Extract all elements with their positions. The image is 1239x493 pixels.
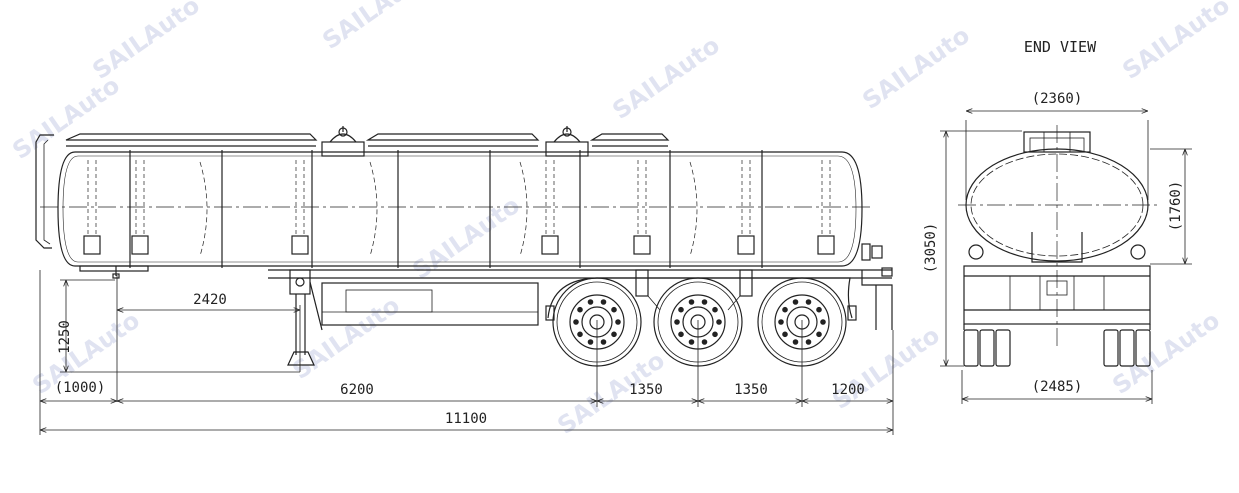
end-view [958, 125, 1160, 367]
end-chassis [963, 265, 1151, 325]
dim-kingpin-to-leg: 2420 [193, 292, 227, 308]
landing-gear [287, 269, 323, 366]
chassis-frame [79, 243, 893, 330]
dim-overall-length: 11100 [445, 411, 487, 427]
dim-kingpin-height: 1250 [57, 320, 73, 354]
dim-tank-height: (1760) [1168, 181, 1184, 232]
watermark-text: SAILAuto [87, 0, 204, 85]
tank-baffles [199, 161, 698, 257]
suspension [547, 277, 853, 319]
watermark-text: SAILAuto [1107, 306, 1224, 400]
dim-overall-width: (2485) [1032, 379, 1083, 395]
watermark-text: SAILAuto [317, 0, 434, 55]
watermark-text: SAILAuto [857, 21, 974, 115]
front-ladder [35, 134, 54, 249]
end-view-title: END VIEW [1024, 38, 1097, 56]
watermark-text: SAILAuto [1117, 0, 1234, 85]
end-dim-labels: (2360) (1760) (3050) (2485) [923, 91, 1184, 395]
tank-baffle [199, 161, 208, 257]
side-dimensions [39, 270, 894, 435]
tank-bracket [817, 160, 835, 255]
tank-bracket [633, 160, 651, 255]
tank-bands [83, 150, 835, 268]
tank-bracket [83, 160, 101, 255]
dim-tank-width: (2360) [1032, 91, 1083, 107]
tank-bracket [291, 160, 309, 255]
manhole-front [321, 126, 365, 157]
tank-inner [62, 155, 857, 263]
tank-baffle [689, 161, 698, 257]
tank-bracket [737, 160, 755, 255]
dim-front-overhang: (1000) [55, 380, 106, 396]
dim-rear-overhang: 1200 [831, 382, 865, 398]
tank-body [57, 151, 863, 267]
dim-overall-height: (3050) [923, 223, 939, 274]
top-rails [65, 133, 670, 147]
tank-bracket [131, 160, 149, 255]
manhole-rear [545, 126, 589, 157]
axle-hangers [635, 269, 753, 311]
tank-baffle [369, 161, 378, 257]
side-view [35, 126, 893, 367]
watermark-text: SAILAuto [607, 31, 724, 125]
dim-kingpin-to-axle: 6200 [340, 382, 374, 398]
tank-baffle [519, 161, 528, 257]
watermark-text: SAILAuto [7, 71, 124, 165]
side-dim-labels: 1250 2420 (1000) 6200 1350 1350 1200 111… [55, 292, 865, 427]
dim-axle-spacing-1: 1350 [629, 382, 663, 398]
end-wheels [963, 324, 1151, 367]
watermark-text: SAILAuto [407, 191, 524, 285]
tank-bracket [541, 160, 559, 255]
tool-box [321, 282, 539, 326]
dim-axle-spacing-2: 1350 [734, 382, 768, 398]
end-dimensions [940, 111, 1192, 404]
